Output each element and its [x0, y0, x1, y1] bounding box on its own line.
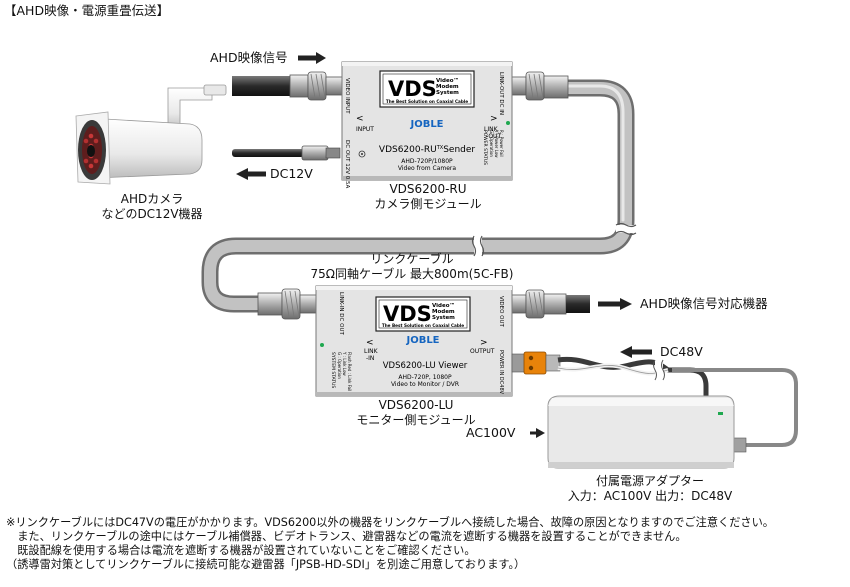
bnc-connector-sender-input	[289, 71, 343, 101]
viewer-logo: VDS	[383, 302, 432, 326]
sender-status-3: R : Power Fail	[499, 130, 504, 157]
viewer-model: VDS6200-LU Viewer	[383, 361, 468, 371]
power-adapter	[547, 395, 735, 469]
viewer-caption: VDS6200-LU モニター側モジュール	[350, 398, 482, 428]
sender-port-linkout-label: LINK-OUT	[484, 126, 501, 140]
svg-text:>: >	[480, 338, 488, 348]
sender-tagline: The Best Solution on Coaxial Cable	[386, 99, 468, 104]
sender-logo-sub-2: Modem	[436, 84, 459, 90]
adapter-caption-line2: 入力：AC100V 出力：DC48V	[567, 489, 733, 503]
ahd-input-label: AHD映像信号	[210, 50, 288, 65]
viewer-status-3: Flash Red : Link Fail	[347, 352, 352, 391]
bnc-connector-viewer-output	[511, 289, 590, 319]
adapter-caption-line1: 付属電源アダプター	[595, 474, 704, 488]
viewer-side-power-in: POWER IN DC48V	[498, 350, 504, 395]
arrows	[236, 52, 652, 438]
dc12v-label: DC12V	[270, 166, 313, 181]
sender-port-input-label: INPUT	[356, 126, 374, 133]
viewer-status-title: SYSTEM STATUS	[330, 352, 336, 388]
sender-side-dc-out: DC OUT 12V 0.5A	[344, 140, 350, 189]
ahd-output-label: AHD映像信号対応機器	[640, 296, 768, 311]
viewer-logo-sub-1: Video™	[432, 302, 455, 309]
viewer-brand: JOBLE	[405, 335, 439, 346]
viewer-spec2: Video to Monitor / DVR	[391, 381, 459, 388]
viewer-spec: AHD-720P, 1080P	[398, 374, 452, 381]
viewer-logo-sub-3: System	[432, 315, 455, 321]
sender-caption: VDS6200-RU カメラ側モジュール	[366, 182, 490, 212]
sender-status-2: Y : Power Low	[494, 129, 499, 158]
notes: ※リンクケーブルにはDC47Vの電圧がかかります。VDS6200以外の機器をリン…	[6, 516, 774, 572]
sender-module: VDS Video™ Modem System The Best Solutio…	[341, 61, 513, 189]
sender-status-led	[506, 121, 510, 125]
dc48v-label: DC48V	[660, 344, 703, 359]
sender-model: VDS6200-RUTXSender	[379, 145, 475, 155]
viewer-side-linkin: LINK-IN DC OUT	[338, 292, 344, 335]
dc48v-power-jack	[511, 351, 561, 375]
link-cable	[201, 79, 635, 313]
ac100v-label: AC100V	[466, 425, 516, 440]
link-cable-caption-line2: 75Ω同軸ケーブル 最大800m(5C-FB)	[310, 267, 514, 281]
bnc-connector-sender-linkout	[511, 71, 569, 101]
sender-logo-sub-1: Video™	[436, 77, 459, 84]
sender-status-1: G : Operation	[489, 130, 494, 157]
viewer-port-linkin-label: LINK-IN	[364, 348, 379, 362]
cable-break-middle	[471, 235, 485, 257]
viewer-caption-line1: VDS6200-LU	[378, 398, 454, 412]
viewer-module: VDS Video™ Modem System The Best Solutio…	[315, 285, 513, 397]
sender-logo-sub-3: System	[436, 90, 459, 96]
note-line-1: ※リンクケーブルにはDC47Vの電圧がかかります。VDS6200以外の機器をリン…	[6, 516, 774, 529]
bnc-connector-viewer-linkin	[257, 288, 317, 320]
camera-illustration	[75, 84, 227, 185]
svg-text:<: <	[356, 114, 364, 124]
camera-video-cable	[232, 76, 292, 96]
viewer-status-1: G : Operation	[337, 352, 342, 379]
viewer-status-led	[320, 343, 324, 347]
svg-text:<: <	[366, 338, 374, 348]
dc12v-cable	[232, 145, 341, 161]
sender-side-linkout: LINK-OUT DC IN	[498, 72, 504, 115]
camera-caption-line1: AHDカメラ	[120, 192, 184, 206]
svg-text:>: >	[490, 114, 498, 124]
note-line-3: 既設配線を使用する場合は電流を遮断する機器が設置されていないことをご確認ください…	[6, 544, 476, 557]
adapter-led	[718, 412, 723, 415]
adapter-caption: 付属電源アダプター 入力：AC100V 出力：DC48V	[562, 474, 738, 504]
note-line-4: （誘導雷対策としてリンクケーブルに接続可能な避雷器「JPSB-HD-SDI」を別…	[6, 558, 526, 571]
sender-status-title: POWER STATUS	[482, 130, 488, 165]
cable-break-right	[615, 222, 637, 236]
viewer-caption-line2: モニター側モジュール	[356, 413, 476, 427]
page-title: 【AHD映像・電源重畳伝送】	[4, 3, 170, 18]
viewer-status-2: Y : Link Low	[342, 351, 347, 376]
link-cable-caption: リンクケーブル 75Ω同軸ケーブル 最大800m(5C-FB)	[300, 252, 524, 282]
viewer-side-video-out: VIDEO OUT	[498, 296, 504, 328]
camera-caption: AHDカメラ などのDC12V機器	[96, 192, 208, 222]
camera-caption-line2: などのDC12V機器	[101, 207, 203, 221]
note-line-2: また、リンクケーブルの途中にはケーブル補償器、ビデオトランス、避雷器などの電流を…	[6, 530, 687, 543]
dc48v-cable-break	[653, 359, 665, 381]
viewer-logo-sub-2: Modem	[432, 309, 455, 315]
link-cable-caption-line1: リンクケーブル	[370, 252, 454, 266]
sender-side-video-input: VIDEO INPUT	[344, 78, 350, 114]
viewer-port-output-label: OUTPUT	[470, 348, 495, 355]
sender-spec: AHD-720P/1080P	[401, 158, 453, 165]
sender-caption-line1: VDS6200-RU	[389, 182, 467, 196]
dc48v-cable	[557, 356, 798, 453]
sender-caption-line2: カメラ側モジュール	[374, 197, 482, 211]
sender-brand: JOBLE	[409, 119, 443, 130]
sender-logo: VDS	[388, 77, 437, 101]
viewer-tagline: The Best Solution on Coaxial Cable	[382, 323, 464, 328]
sender-spec2: Video from Camera	[398, 165, 456, 172]
